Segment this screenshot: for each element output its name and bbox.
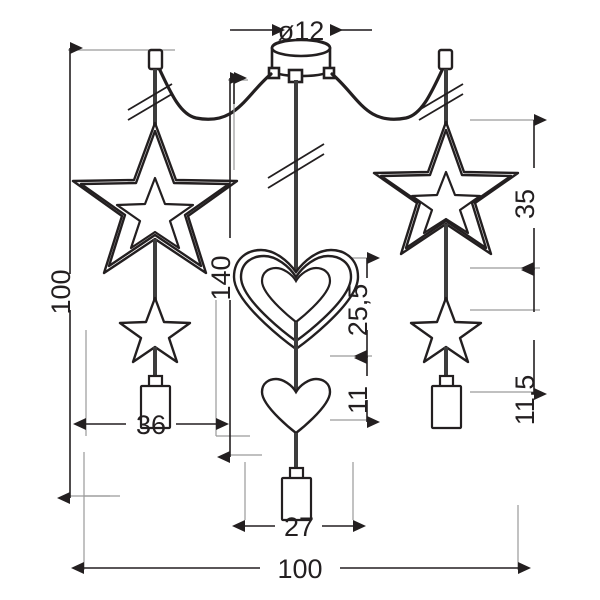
dim-label-seg-25-5: 25,5	[343, 284, 373, 337]
dim-label-height-100-left: 100	[46, 269, 76, 314]
dimension-seg-11-5: 11,5	[510, 262, 547, 426]
dimension-drop-140: 140	[206, 72, 243, 463]
cable-mount-right	[437, 48, 454, 71]
dim-label-seg-35: 35	[510, 189, 540, 219]
break-mark-left	[127, 83, 173, 121]
dimension-width-36: 36	[73, 410, 229, 440]
lamp-socket-right	[430, 374, 463, 430]
lamp-socket-center	[280, 466, 313, 522]
cable-mount-left	[147, 48, 164, 71]
right-pendant-assembly	[372, 69, 520, 430]
dim-label-drop-140: 140	[206, 255, 236, 300]
dimension-canopy-diameter: ø12	[230, 16, 372, 46]
dimension-seg-25-5: 25,5	[343, 252, 380, 364]
dim-label-width-36: 36	[136, 410, 166, 440]
left-pendant-assembly	[71, 69, 239, 430]
break-mark-right	[418, 83, 464, 121]
dim-label-seg-11-5: 11,5	[510, 375, 540, 426]
dimension-height-100-left: 100	[46, 42, 83, 504]
dim-label-seg-11: 11	[343, 386, 373, 414]
star-inner-left	[115, 176, 195, 250]
dim-label-width-100: 100	[277, 554, 322, 584]
ceiling-canopy	[267, 38, 336, 84]
heart-small-center	[260, 377, 332, 435]
dimension-width-27: 27	[232, 512, 366, 542]
dimension-width-100: 100	[71, 554, 531, 584]
dimension-seg-11: 11	[343, 350, 380, 428]
dim-label-canopy: ø12	[278, 16, 325, 46]
heart-inner-center	[260, 266, 332, 324]
dimension-seg-35: 35	[510, 114, 547, 276]
lamp-socket-left	[139, 374, 172, 430]
star-inner-right	[410, 170, 482, 235]
break-mark-center	[267, 143, 325, 189]
dim-label-width-27: 27	[284, 512, 314, 542]
center-pendant-assembly	[232, 80, 360, 522]
